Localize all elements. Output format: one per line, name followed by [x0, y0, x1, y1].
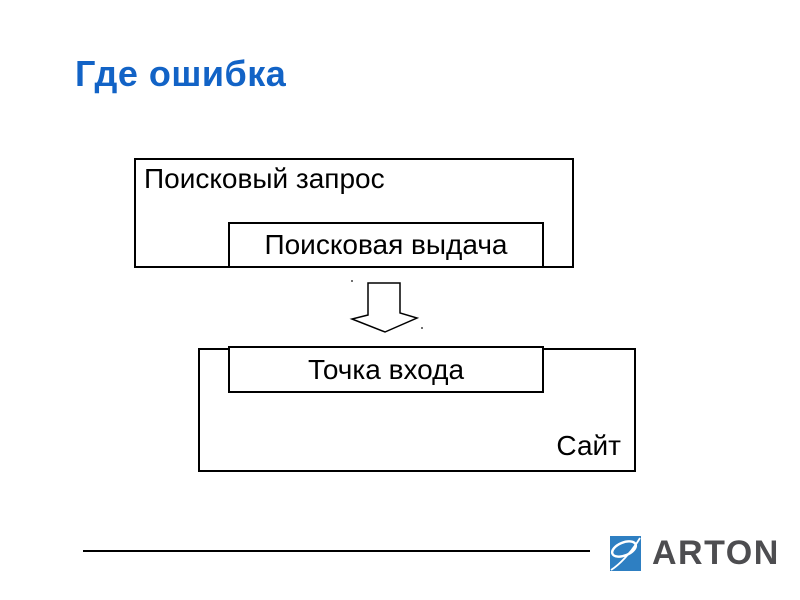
arton-globe-icon	[610, 536, 641, 571]
brand-name: ARTON	[652, 534, 780, 572]
results-box-label: Поисковая выдача	[264, 229, 508, 260]
footer-divider-line	[83, 550, 590, 552]
results-box: Поисковая выдача	[228, 222, 544, 268]
query-box-label: Поисковый запрос	[144, 163, 385, 194]
stray-dot	[421, 327, 423, 329]
down-arrow-icon	[349, 280, 423, 333]
site-box-label: Сайт	[556, 430, 621, 461]
entry-box: Точка входа	[228, 346, 544, 393]
slide-title: Где ошибка	[75, 53, 287, 94]
entry-box-label: Точка входа	[307, 353, 465, 385]
brand-logo: ARTON	[610, 536, 780, 571]
stray-dot	[351, 280, 353, 282]
